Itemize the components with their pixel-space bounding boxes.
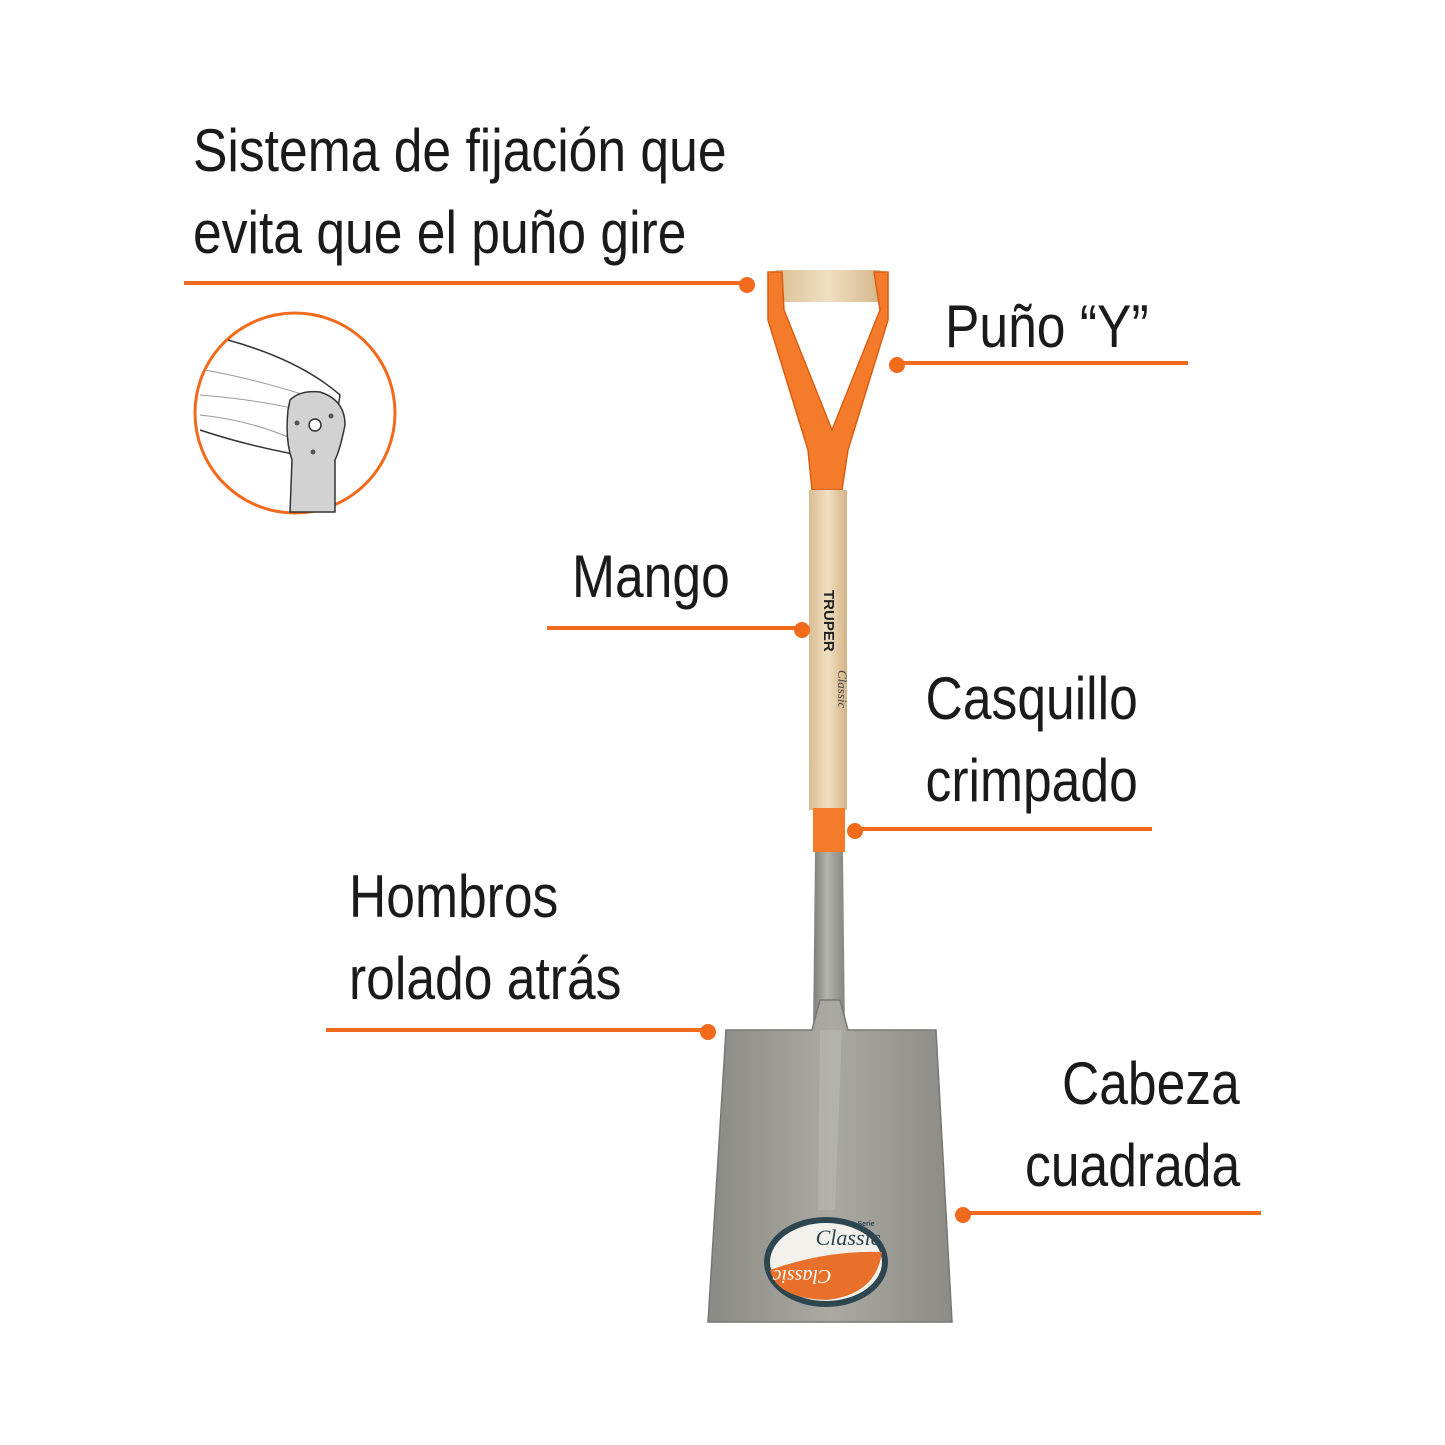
callout-ferrule-leader <box>855 827 1152 831</box>
wood-handle <box>809 490 847 810</box>
steel-socket <box>813 852 845 1035</box>
callout-fixation-line1: Sistema de fijación que <box>193 117 727 184</box>
callout-fixation-dot <box>739 277 755 293</box>
callout-handle-dot <box>794 622 810 638</box>
y-handle <box>767 271 889 491</box>
crimped-ferrule <box>813 808 845 852</box>
callout-shoulders-dot <box>700 1024 716 1040</box>
series-label: Serie Classic Classic <box>764 1217 888 1307</box>
callout-shoulders-line1: Hombros <box>349 863 559 930</box>
callout-grip-leader <box>897 361 1188 365</box>
svg-text:Classic: Classic <box>772 1265 831 1287</box>
callout-ferrule-dot <box>847 823 863 839</box>
series-prefix: Serie <box>857 1221 874 1228</box>
callout-ferrule-line2: crimpado <box>925 747 1138 814</box>
callout-shoulders-leader <box>326 1028 708 1032</box>
handle-brand: TRUPER <box>820 590 837 652</box>
callout-head-line2: cuadrada <box>1024 1132 1240 1199</box>
handle-series: Classic <box>835 670 850 709</box>
callout-grip-dot <box>889 357 905 373</box>
callout-fixation-leader <box>184 281 747 285</box>
callout-ferrule-line1: Casquillo <box>925 665 1138 732</box>
fixation-detail-icon <box>193 311 397 515</box>
callout-handle: Mango <box>572 543 730 610</box>
callout-grip: Puño “Y” <box>945 293 1149 360</box>
callout-head-line1: Cabeza <box>1062 1050 1240 1117</box>
callout-head-dot <box>955 1207 971 1223</box>
callout-head-leader <box>963 1211 1261 1215</box>
callout-handle-leader <box>547 626 802 630</box>
grip-crossbar <box>772 270 884 302</box>
callout-fixation-line2: evita que el puño gire <box>193 199 687 266</box>
callout-shoulders-line2: rolado atrás <box>349 945 622 1012</box>
svg-text:Classic: Classic <box>816 1225 881 1250</box>
